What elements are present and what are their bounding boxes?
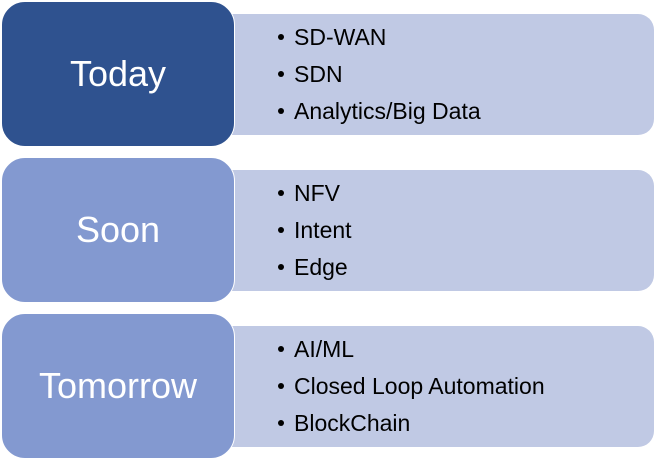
list-item: Closed Loop Automation — [278, 368, 545, 405]
bullet-icon — [278, 70, 284, 77]
stage-label-box: Soon — [1, 157, 235, 303]
bullet-icon — [278, 382, 284, 389]
list-item: Analytics/Big Data — [278, 93, 481, 130]
bullet-icon — [278, 345, 284, 352]
stage-label-box: Tomorrow — [1, 313, 235, 459]
bullet-icon — [278, 107, 284, 114]
list-item: BlockChain — [278, 405, 545, 442]
stage-row-tomorrow: AI/ML Closed Loop Automation BlockChain … — [0, 313, 656, 460]
stage-label: Tomorrow — [38, 365, 198, 406]
stage-row-today: SD-WAN SDN Analytics/Big Data Today — [0, 1, 656, 148]
bullet-icon — [278, 263, 284, 270]
stage-label-box: Today — [1, 1, 235, 147]
stage-item-list: NFV Intent Edge — [278, 175, 352, 286]
stage-panel: AI/ML Closed Loop Automation BlockChain — [228, 326, 654, 447]
stage-label: Soon — [75, 209, 161, 250]
bullet-icon — [278, 226, 284, 233]
stage-panel: SD-WAN SDN Analytics/Big Data — [228, 14, 654, 135]
stage-row-soon: NFV Intent Edge Soon — [0, 157, 656, 304]
bullet-icon — [278, 33, 284, 40]
list-item: SD-WAN — [278, 19, 481, 56]
stage-item-list: SD-WAN SDN Analytics/Big Data — [278, 19, 481, 130]
bullet-icon — [278, 419, 284, 426]
list-item: Intent — [278, 212, 352, 249]
bullet-icon — [278, 189, 284, 196]
list-item: AI/ML — [278, 331, 545, 368]
list-item: NFV — [278, 175, 352, 212]
list-item: SDN — [278, 56, 481, 93]
stage-label: Today — [69, 53, 167, 94]
stage-item-list: AI/ML Closed Loop Automation BlockChain — [278, 331, 545, 442]
stage-panel: NFV Intent Edge — [228, 170, 654, 291]
list-item: Edge — [278, 249, 352, 286]
